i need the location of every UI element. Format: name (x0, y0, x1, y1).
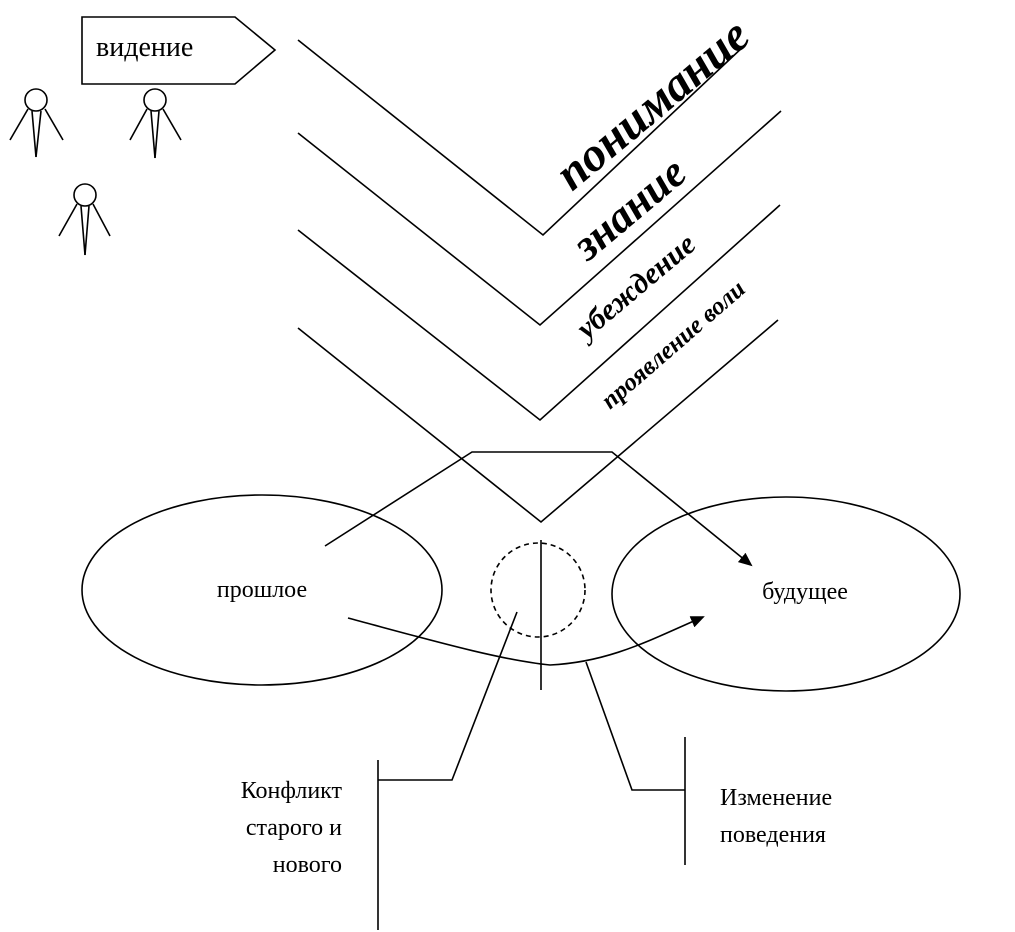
chevron-knowledge (297, 110, 782, 327)
past-label: прошлое (217, 577, 307, 603)
conflict-label-line3: нового (273, 852, 342, 878)
chevron-conviction (297, 204, 781, 422)
chevron-understanding (297, 39, 746, 237)
vision-tag: видение (81, 16, 277, 85)
person-icon (9, 88, 64, 158)
conflict-label-line1: Конфликт (241, 778, 343, 804)
change-label-line2: поведения (720, 822, 826, 848)
person-icon (58, 183, 111, 256)
conflict-label-line2: старого и (246, 815, 342, 841)
change-label-line1: Изменение (720, 785, 832, 811)
vision-label: видение (96, 32, 193, 63)
trapezoid-connector (324, 451, 753, 567)
conflict-callout-line (378, 611, 518, 781)
transition-arrow (347, 616, 705, 666)
conflict-circle (490, 542, 586, 638)
future-ellipse (611, 496, 961, 692)
chevron-will (297, 319, 779, 524)
future-label: будущее (762, 579, 848, 605)
past-ellipse (81, 494, 443, 686)
person-icon (129, 88, 182, 159)
change-callout-line (585, 661, 685, 791)
